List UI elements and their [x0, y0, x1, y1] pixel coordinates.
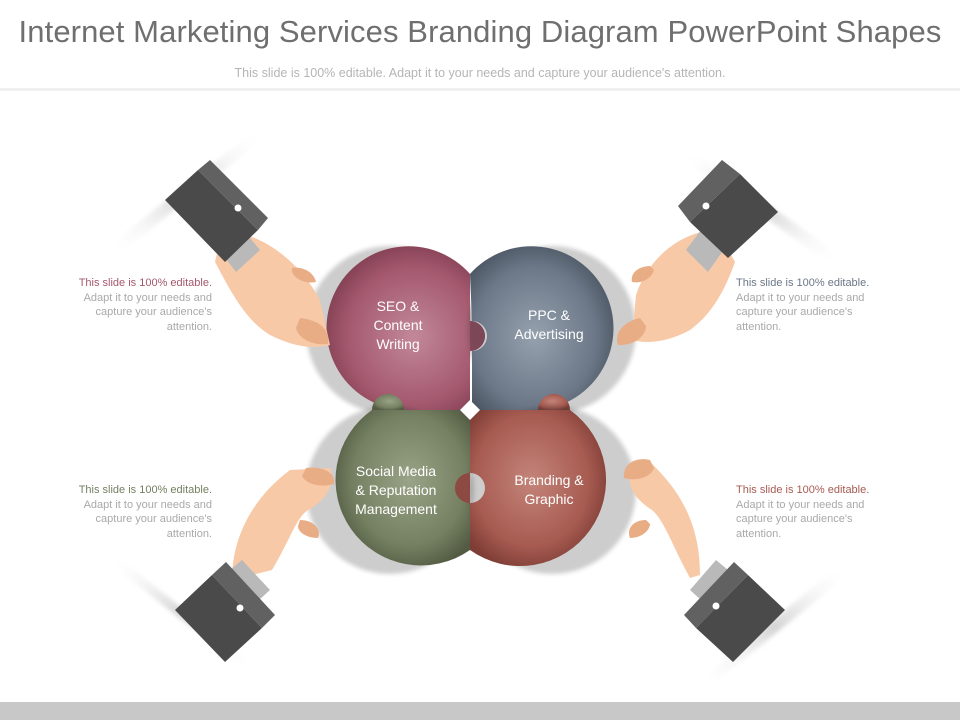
hand-bottom-right — [623, 459, 785, 662]
note-bottom-right: This slide is 100% editable. Adapt it to… — [736, 483, 886, 541]
note-bottom-right-lead: This slide is 100% editable. — [736, 484, 870, 496]
piece-label-seo: SEO & Content Writing — [373, 298, 423, 352]
hand-top-left — [165, 160, 330, 347]
puzzle-piece-bottom-right — [455, 406, 636, 574]
puzzle-piece-top-right — [468, 246, 636, 414]
note-bottom-left-lead: This slide is 100% editable. — [78, 484, 212, 496]
note-bottom-left: This slide is 100% editable. Adapt it to… — [62, 483, 212, 541]
center-gap — [460, 400, 480, 420]
note-top-left-body: Adapt it to your needs and capture your … — [83, 291, 212, 333]
footer-bar — [0, 702, 960, 720]
note-top-left: This slide is 100% editable. Adapt it to… — [62, 276, 212, 334]
note-bottom-left-body: Adapt it to your needs and capture your … — [83, 498, 212, 540]
note-top-right-body: Adapt it to your needs and capture your … — [736, 291, 865, 333]
hand-top-right — [616, 160, 778, 346]
note-top-right: This slide is 100% editable. Adapt it to… — [736, 276, 886, 334]
note-top-left-lead: This slide is 100% editable. — [78, 277, 212, 289]
puzzle-piece-bottom-left — [306, 394, 474, 574]
piece-label-branding: Branding & Graphic — [514, 472, 584, 507]
hand-bottom-left — [175, 467, 335, 662]
note-top-right-lead: This slide is 100% editable. — [736, 277, 870, 289]
page-subtitle: This slide is 100% editable. Adapt it to… — [234, 66, 726, 80]
piece-label-social-media: Social Media & Reputation Management — [355, 463, 437, 517]
header-divider — [0, 88, 960, 91]
page-title: Internet Marketing Services Branding Dia… — [18, 14, 942, 49]
piece-label-ppc: PPC & Advertising — [514, 307, 584, 342]
note-bottom-right-body: Adapt it to your needs and capture your … — [736, 498, 865, 540]
